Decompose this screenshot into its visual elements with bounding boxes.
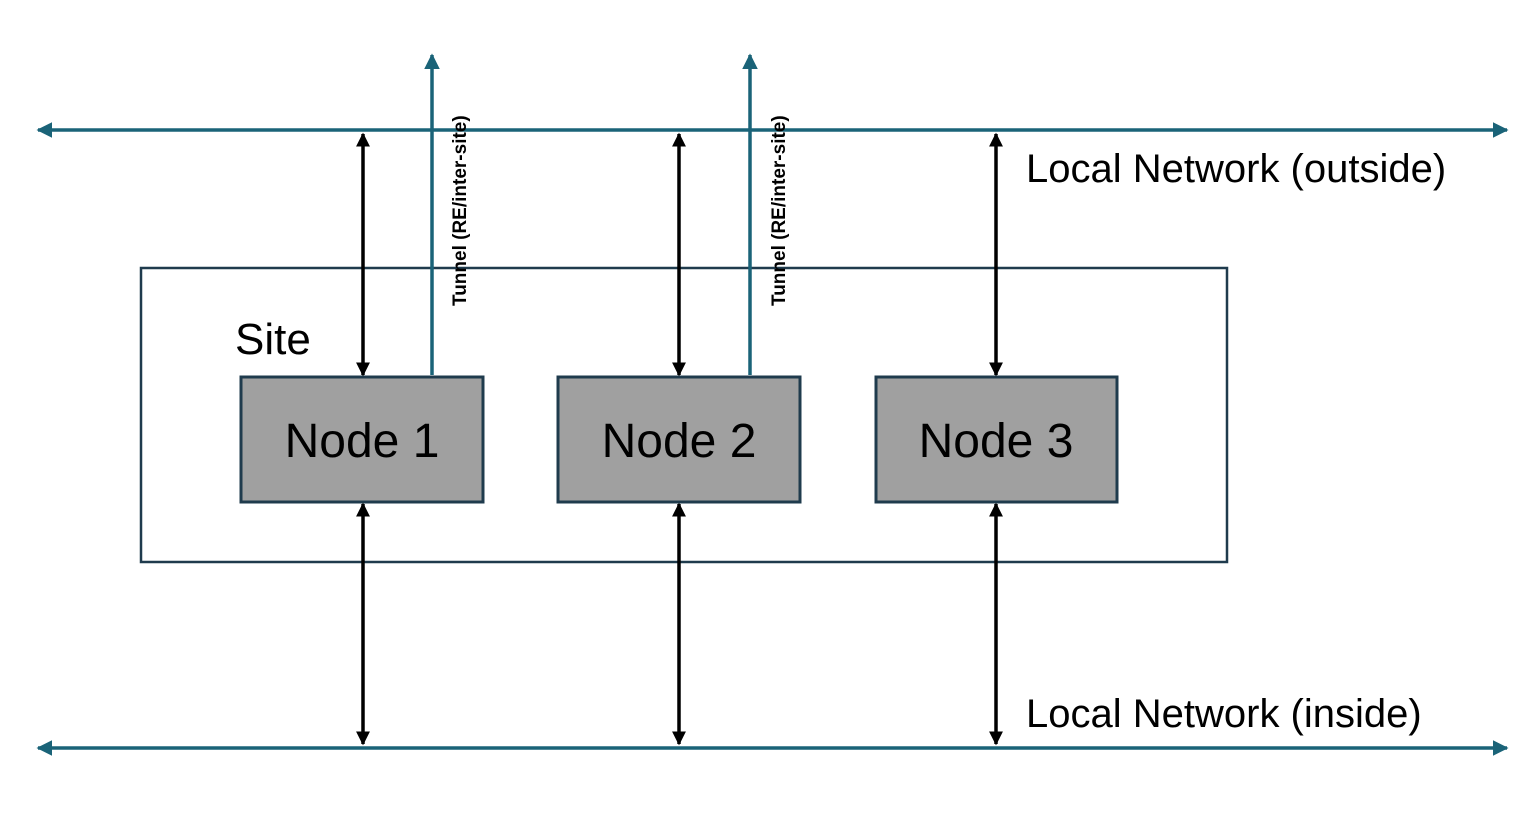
node-3-box	[874, 375, 1119, 504]
node-3-label: Node 3	[919, 415, 1074, 468]
tunnel-1-label: Tunnel (RE/inter-site)	[450, 115, 471, 306]
tunnel-2-label: Tunnel (RE/inter-site)	[769, 115, 790, 306]
node-2-label: Node 2	[602, 415, 757, 468]
node-2: Node 2	[556, 375, 802, 504]
node-3: Node 3	[874, 375, 1119, 504]
inside-network-label: Local Network (inside)	[1026, 692, 1422, 736]
node-1-label: Node 1	[285, 415, 440, 468]
node-2-box	[556, 375, 802, 504]
node-1: Node 1	[239, 375, 485, 504]
node-1-box	[239, 375, 485, 504]
outside-network-label: Local Network (outside)	[1026, 147, 1446, 191]
site-label: Site	[235, 315, 311, 364]
